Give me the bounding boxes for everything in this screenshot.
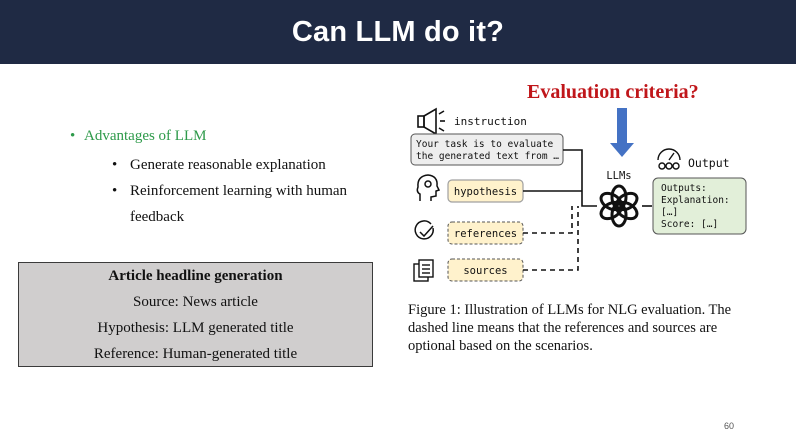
llm-evaluation-diagram: instruction Your task is to evaluate the…: [410, 107, 747, 282]
llms-label: LLMs: [606, 170, 631, 182]
down-arrow-icon: [610, 108, 634, 157]
article-box: Article headline generation Source: News…: [18, 262, 373, 367]
article-box-title: Article headline generation: [108, 267, 283, 284]
slide-title: Can LLM do it?: [291, 15, 505, 48]
article-box-line: Hypothesis: LLM generated title: [97, 319, 294, 336]
bullet-dot-icon: •: [112, 157, 118, 173]
bullet-item: • Generate reasonable explanation: [84, 152, 390, 178]
head-icon: [416, 174, 441, 201]
output-line: Explanation:: [661, 195, 730, 206]
check-circle-icon: [414, 220, 434, 240]
advantages-list: • Advantages of LLM • Generate reasonabl…: [70, 126, 384, 230]
connector-lines: [523, 149, 652, 271]
bullet-item-text: Reinforcement learning with human feedba…: [130, 183, 348, 225]
output-label: Output: [688, 156, 730, 170]
output-box: [652, 177, 747, 235]
evaluation-criteria-label: Evaluation criteria?: [527, 81, 699, 103]
slide-header: Can LLM do it?: [0, 0, 796, 64]
article-box-line: Source: News article: [133, 293, 258, 310]
output-line: Outputs:: [661, 183, 707, 194]
article-box-line: Reference: Human-generated title: [93, 345, 298, 362]
bullet-item: • Reinforcement learning with human feed…: [84, 178, 390, 230]
output-line: […]: [661, 207, 678, 218]
figure-caption: Figure 1: Illustration of LLMs for NLG e…: [408, 302, 732, 354]
bullet-main-text: Advantages of LLM: [84, 128, 207, 144]
bullet-main: • Advantages of LLM: [70, 126, 384, 146]
sources-label: sources: [463, 265, 507, 277]
bullet-item-text: Generate reasonable explanation: [130, 157, 326, 173]
megaphone-icon: [417, 107, 445, 136]
output-line: Score: […]: [661, 219, 718, 230]
bullet-dot-icon: •: [112, 183, 118, 199]
instruction-label: instruction: [454, 115, 527, 128]
gauge-icon: [657, 148, 681, 170]
instruction-text: the generated text from …: [416, 151, 559, 162]
page-number: 60: [724, 421, 735, 431]
references-label: references: [454, 228, 517, 240]
instruction-text: Your task is to evaluate: [416, 139, 554, 150]
llm-logo-icon: [599, 184, 639, 228]
hypothesis-label: hypothesis: [454, 186, 517, 198]
bullet-dot-icon: •: [70, 128, 76, 144]
documents-icon: [413, 259, 434, 282]
